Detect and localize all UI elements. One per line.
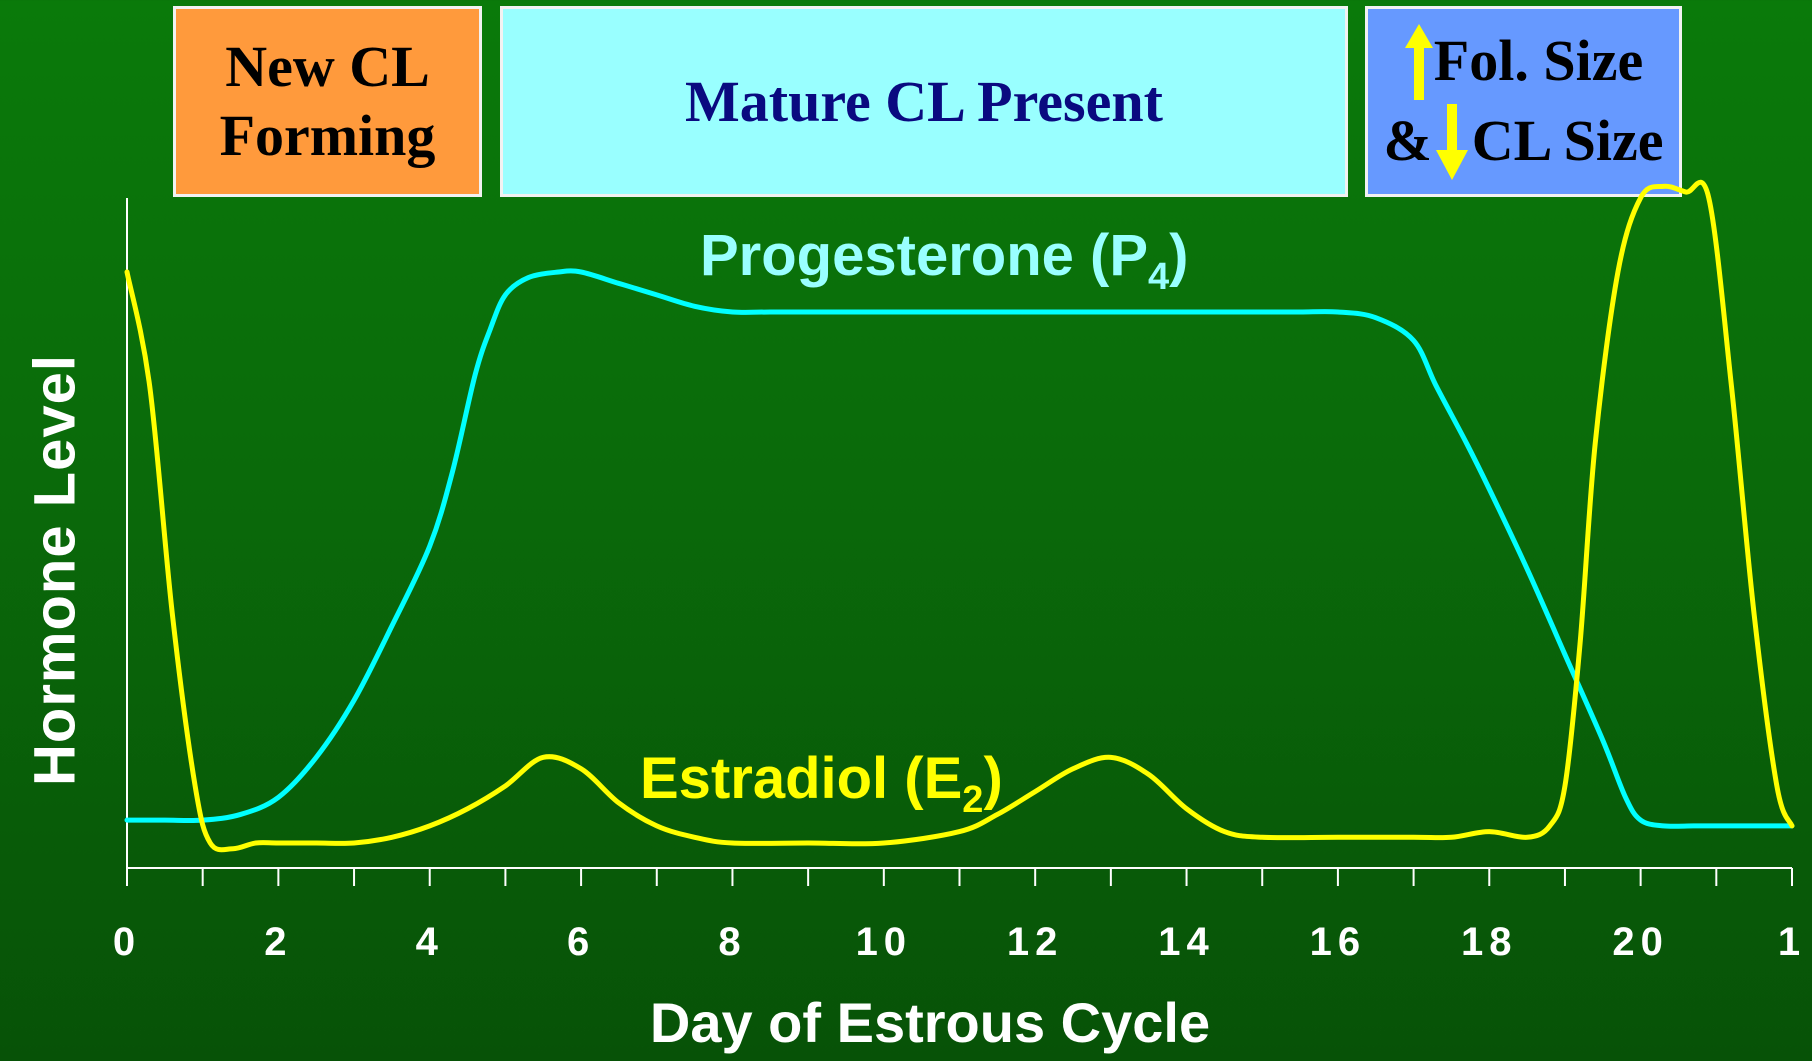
- progesterone-label-subscript: 4: [1148, 256, 1170, 298]
- x-tick-label: 20: [1612, 920, 1669, 964]
- estradiol-label-subscript: 2: [962, 779, 984, 821]
- x-tick-label: 0: [113, 920, 141, 964]
- x-tick-label: 10: [856, 920, 913, 964]
- estradiol-line: [124, 179, 1795, 853]
- estradiol-label: Estradiol (E2): [640, 745, 1003, 821]
- phase-new-cl-line1: New CL: [225, 34, 430, 100]
- phase-new-cl-line2: Forming: [219, 102, 436, 168]
- progesterone-line: [124, 268, 1795, 829]
- estradiol-label-suffix: ): [983, 746, 1003, 811]
- x-tick-label: 16: [1310, 920, 1367, 964]
- x-tick-label: 12: [1007, 920, 1064, 964]
- arrow-down-icon: [1435, 103, 1468, 180]
- progesterone-label-prefix: Progesterone (P: [700, 223, 1148, 288]
- x-tick-label: 14: [1158, 920, 1215, 964]
- x-tick-label: 1: [1778, 920, 1806, 964]
- x-tick-label: 2: [264, 920, 292, 964]
- phase-box-new-cl-forming: New CL Forming: [173, 6, 482, 197]
- progesterone-label-suffix: ): [1169, 223, 1189, 288]
- x-tick-label: 18: [1461, 920, 1518, 964]
- phase-fol-ampersand: &: [1383, 108, 1432, 174]
- x-tick-label: 8: [718, 920, 746, 964]
- arrow-up-icon: [1404, 23, 1433, 100]
- phase-fol-line2: CL Size: [1471, 108, 1664, 174]
- x-tick-label: 4: [416, 920, 444, 964]
- x-axis-label: Day of Estrous Cycle: [649, 991, 1211, 1054]
- phase-fol-line1: Fol. Size: [1433, 28, 1644, 94]
- y-axis-label: Hormone Level: [22, 354, 88, 786]
- x-tick-label: 6: [567, 920, 595, 964]
- estradiol-label-prefix: Estradiol (E: [640, 746, 963, 811]
- phase-box-mature-cl-present: Mature CL Present: [500, 6, 1348, 197]
- progesterone-label: Progesterone (P4): [700, 222, 1189, 298]
- phase-mature-cl-label: Mature CL Present: [685, 69, 1163, 134]
- phase-box-follicle-size: Fol. Size & CL Size: [1365, 6, 1682, 197]
